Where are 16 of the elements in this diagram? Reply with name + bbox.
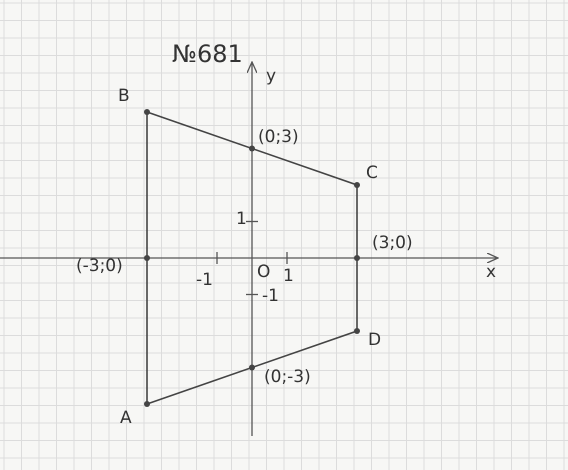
- tick-label: 1: [283, 266, 294, 286]
- tick-label: -1: [262, 286, 279, 306]
- axis-label: x: [486, 262, 496, 282]
- coordinate-label: (0;3): [258, 127, 299, 147]
- vertex-label: A: [120, 408, 132, 428]
- origin-label: O: [257, 262, 270, 282]
- vertex-label: D: [368, 330, 382, 350]
- axis-label: y: [266, 66, 276, 86]
- tick-label: -1: [196, 270, 213, 290]
- vertex-label: B: [118, 86, 130, 106]
- problem-number: №681: [172, 40, 243, 68]
- vertex-label: C: [366, 163, 378, 183]
- coordinate-label: (0;-3): [264, 367, 311, 387]
- coordinate-label: (3;0): [372, 233, 413, 253]
- coordinate-label: (-3;0): [76, 256, 123, 276]
- tick-label: 1: [236, 209, 247, 229]
